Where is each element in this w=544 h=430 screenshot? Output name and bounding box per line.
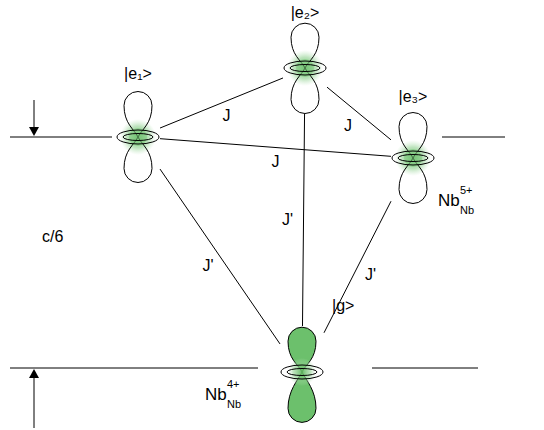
coupling-label: J	[221, 107, 233, 125]
state-label: |g>	[332, 297, 354, 315]
ion-subscript: Nb	[227, 398, 241, 410]
dimension-arrow	[34, 100, 35, 128]
ion-subscript: Nb	[460, 204, 474, 216]
orbital-ring	[392, 151, 434, 165]
reference-line	[372, 368, 478, 369]
state-label: |e₁>	[124, 65, 152, 83]
ion-label: Nb	[205, 386, 227, 405]
orbital-ring	[290, 65, 320, 72]
orbital-ring	[284, 61, 326, 75]
ion-charge: 5+	[460, 184, 473, 196]
state-label: |e₃>	[399, 88, 428, 106]
orbital-node: |e₂>	[283, 24, 327, 114]
exchange-line	[160, 169, 280, 344]
orbital-node: |e₃>	[391, 112, 435, 204]
orbital-drawing	[283, 24, 327, 114]
exchange-line	[302, 114, 304, 326]
coupling-label: J'	[280, 211, 295, 229]
orbital-ring	[281, 365, 323, 379]
orbital-ring	[123, 134, 153, 141]
orbital-drawing	[391, 112, 435, 204]
exchange-line	[324, 201, 391, 333]
orbital-ring	[398, 155, 428, 162]
orbital-ring	[117, 130, 159, 144]
orbital-node: |e₁>	[116, 91, 160, 183]
exchange-line	[160, 78, 283, 128]
arrow-head	[29, 127, 39, 136]
charge-halo	[288, 358, 316, 386]
ion-label: Nb	[438, 192, 460, 211]
orbital-ring	[287, 369, 317, 376]
coupling-label: J'	[363, 266, 378, 284]
coupling-label: J'	[200, 257, 215, 275]
reference-line	[10, 137, 112, 138]
reference-line	[10, 368, 258, 369]
coupling-label: J	[270, 153, 282, 171]
exchange-line	[327, 87, 391, 140]
arrow-head	[29, 369, 39, 378]
orbital-drawing	[280, 326, 324, 426]
state-label: |e₂>	[291, 4, 320, 22]
dimension-arrow	[34, 377, 35, 428]
orbital-drawing	[116, 91, 160, 183]
orbital-node: |g>	[280, 326, 324, 426]
reference-line	[442, 137, 505, 138]
dimension-label: c/6	[42, 228, 63, 246]
coupling-label: J	[342, 117, 354, 135]
ion-charge: 4+	[227, 378, 240, 390]
